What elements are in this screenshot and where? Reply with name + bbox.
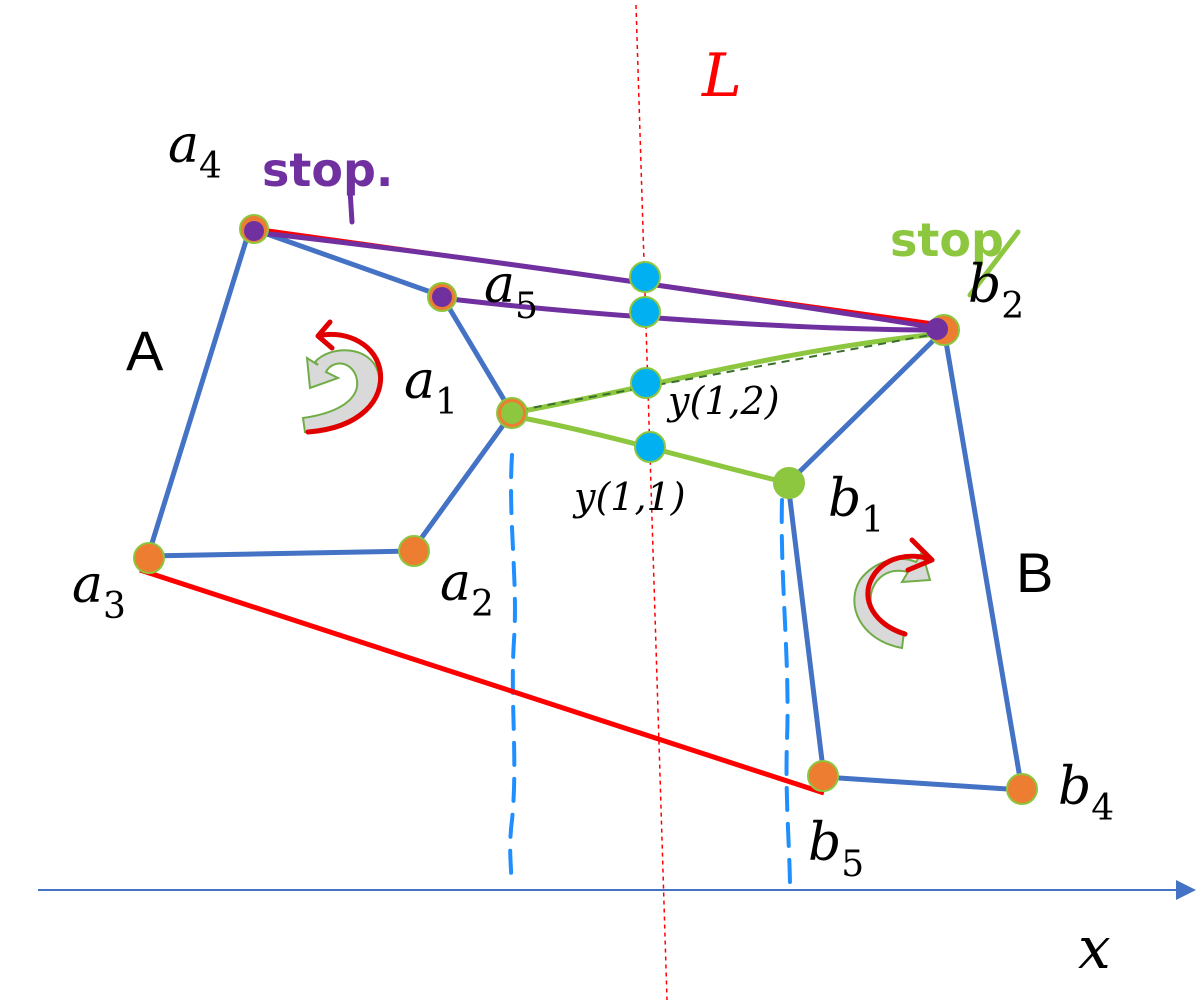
edge-a1-a5 bbox=[439, 293, 515, 416]
label-a5: a5 bbox=[484, 255, 538, 327]
rotation-ccw-icon bbox=[301, 319, 384, 435]
vertex-a3 bbox=[133, 542, 165, 574]
vertex-a1-green bbox=[501, 402, 523, 424]
label-b2: b2 bbox=[968, 255, 1024, 327]
lower-tangent-red bbox=[139, 567, 825, 796]
intersection-y12 bbox=[630, 367, 662, 399]
intersection-y11 bbox=[634, 431, 666, 463]
edge-a5-a4 bbox=[247, 225, 445, 299]
rotation-cw-icon bbox=[853, 537, 935, 650]
projection-b1 bbox=[779, 498, 792, 892]
vertices bbox=[133, 214, 1038, 805]
label-b4: b4 bbox=[1058, 757, 1114, 829]
edge-a2-a1 bbox=[409, 410, 515, 554]
label-y11: y(1,1) bbox=[572, 475, 686, 519]
label-polygon-a: A bbox=[126, 319, 164, 382]
line-l bbox=[635, 4, 668, 1000]
polygon-a-edges bbox=[145, 225, 515, 559]
polygon-b-edges bbox=[785, 327, 1025, 793]
stop-green-tail bbox=[967, 229, 1021, 298]
label-b1: b1 bbox=[828, 469, 884, 541]
vertex-b2-purple bbox=[926, 318, 948, 340]
stop-purple-tail bbox=[347, 187, 355, 225]
label-polygon-b: B bbox=[1016, 541, 1053, 604]
edge-a4-a3 bbox=[145, 225, 253, 559]
label-a3: a3 bbox=[72, 555, 126, 627]
purple-line-a4-b2 bbox=[249, 229, 941, 331]
label-stop-green: stop bbox=[890, 213, 1004, 267]
x-axis-arrowhead bbox=[1176, 880, 1196, 900]
label-stop-purple: stop. bbox=[262, 143, 393, 197]
vertex-b1 bbox=[773, 467, 805, 499]
vertex-b5 bbox=[807, 760, 839, 792]
label-axis-x: x bbox=[1078, 914, 1111, 982]
label-b5: b5 bbox=[808, 813, 864, 885]
vertex-b4 bbox=[1006, 773, 1038, 805]
intersection-a5-b2 bbox=[629, 296, 661, 328]
edge-b1-b2 bbox=[785, 327, 947, 486]
label-y12: y(1,2) bbox=[666, 379, 780, 423]
intersection-points bbox=[629, 261, 666, 463]
edge-b4-b5 bbox=[821, 774, 1025, 793]
edge-a3-a2 bbox=[145, 548, 415, 559]
edge-b2-b4 bbox=[941, 327, 1025, 793]
purple-line-a5-b2 bbox=[439, 295, 941, 333]
label-a4: a4 bbox=[168, 115, 222, 187]
label-a1: a1 bbox=[404, 351, 458, 423]
label-a2: a2 bbox=[440, 553, 494, 625]
edge-b5-b1 bbox=[785, 480, 827, 780]
vertex-a5-purple bbox=[432, 287, 452, 307]
vertex-a4-purple bbox=[244, 221, 264, 241]
vertex-a2 bbox=[398, 535, 430, 567]
intersection-a4-b2 bbox=[629, 261, 661, 293]
projection-a1 bbox=[508, 453, 517, 882]
label-line-l: L bbox=[701, 41, 742, 111]
